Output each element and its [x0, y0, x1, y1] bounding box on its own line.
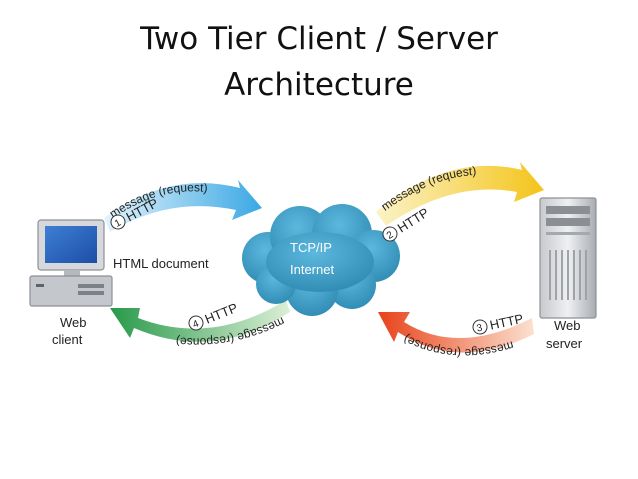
slide-title: Two Tier Client / Server Architecture — [0, 16, 638, 108]
orange-arrow-shape — [378, 312, 534, 353]
flow-4-step-number: 4 — [191, 318, 201, 330]
flow-3-step-badge: 3 HTTP — [472, 311, 525, 335]
flow-1-step-number: 1 — [113, 217, 123, 230]
response-arrow-server-to-internet — [378, 312, 534, 353]
client-label-line-2: client — [52, 332, 83, 347]
flow-2-step-number: 2 — [385, 229, 396, 242]
request-arrow-internet-to-server — [376, 162, 544, 226]
network-label-line-2: Internet — [290, 262, 334, 277]
network-label-line-1: TCP/IP — [290, 240, 332, 255]
server-label-line-2: server — [546, 336, 583, 351]
green-arrow-shape — [110, 300, 290, 342]
yellow-arrow-shape — [376, 162, 544, 226]
blue-arrow-shape — [104, 180, 262, 232]
slide-title-line-1: Two Tier Client / Server — [140, 21, 498, 57]
flow-4-protocol: HTTP — [203, 300, 240, 327]
server-tower-icon — [539, 197, 597, 319]
html-document-label: HTML document — [113, 256, 209, 271]
flow-3-protocol: HTTP — [488, 311, 524, 333]
cloud-icon — [242, 204, 400, 316]
desktop-computer-icon — [29, 219, 113, 307]
client-label-line-1: Web — [60, 315, 87, 330]
slide-title-line-2: Architecture — [224, 67, 414, 103]
flow-3-step-number: 3 — [476, 323, 484, 335]
server-label-line-1: Web — [554, 318, 581, 333]
response-arrow-internet-to-client — [110, 300, 290, 342]
request-arrow-client-to-internet — [104, 180, 262, 232]
